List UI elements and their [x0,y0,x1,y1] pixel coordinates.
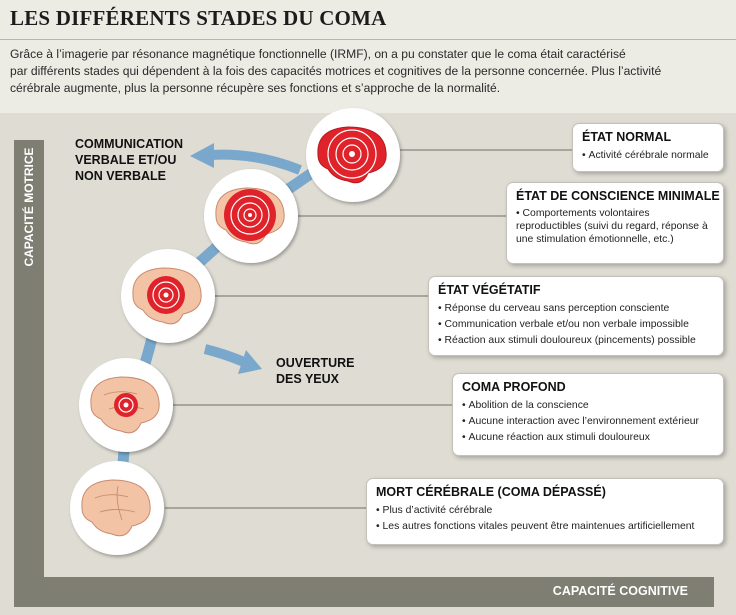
stage-title: ÉTAT NORMAL [582,130,672,144]
arrow-eyes [203,344,246,367]
x-axis-label: CAPACITÉ COGNITIVE [552,584,688,598]
y-axis-label: CAPACITÉ MOTRICE [22,147,36,267]
page-title: LES DIFFÉRENTS STADES DU COMA [10,6,387,30]
intro-paragraph: Grâce à l’imagerie par résonance magnéti… [10,46,726,97]
stage-item: Comportements volontaires reproductibles… [516,207,714,246]
stage-box-coma-profond: COMA PROFOND Abolition de la conscience … [452,373,724,456]
stage-item: Réaction aux stimuli douloureux (pinceme… [438,333,714,349]
title-divider [0,39,736,40]
stage-title: MORT CÉRÉBRALE (COMA DÉPASSÉ) [376,485,606,499]
stage-title: ÉTAT DE CONSCIENCE MINIMALE [516,189,720,203]
x-axis-bar: CAPACITÉ COGNITIVE [14,577,714,607]
brain-etat-vegetatif [121,249,215,343]
connector-lines [165,149,578,509]
stage-item: Aucune réaction aux stimuli douloureux [462,430,714,446]
brain-mort-cerebrale [70,461,164,555]
intro-line: cérébrale augmente, plus la personne réc… [10,81,501,95]
stage-box-conscience-minimale: ÉTAT DE CONSCIENCE MINIMALE Comportement… [506,182,724,264]
y-axis-bar: CAPACITÉ MOTRICE [14,140,44,595]
stage-title: COMA PROFOND [462,380,566,394]
stage-item: Aucune interaction avec l’environnement … [462,414,714,430]
stage-item: Activité cérébrale normale [582,148,714,164]
brain-conscience-minimale [204,169,298,263]
arrow-eyes-head [238,350,262,374]
arrow-communication [209,149,302,175]
callout-line: OUVERTURE [276,356,355,370]
callout-line: NON VERBALE [75,169,166,183]
stage-item: Plus d’activité cérébrale [376,503,714,519]
intro-line: par différents stades qui dépendent à la… [10,64,662,78]
arrow-communication-head [190,143,214,168]
callout-ouverture-yeux: OUVERTURE DES YEUX [276,355,354,387]
stage-item: Abolition de la conscience [462,398,714,414]
brain-etat-normal [306,108,400,202]
stage-item: Communication verbale et/ou non verbale … [438,317,714,333]
callout-line: VERBALE ET/OU [75,153,177,167]
callout-line: COMMUNICATION [75,137,184,151]
stage-title: ÉTAT VÉGÉTATIF [438,283,541,297]
stage-item: Réponse du cerveau sans perception consc… [438,301,714,317]
stage-box-etat-normal: ÉTAT NORMAL Activité cérébrale normale [572,123,724,172]
stage-box-mort-cerebrale: MORT CÉRÉBRALE (COMA DÉPASSÉ) Plus d’act… [366,478,724,545]
stage-box-etat-vegetatif: ÉTAT VÉGÉTATIF Réponse du cerveau sans p… [428,276,724,356]
callout-line: DES YEUX [276,372,339,386]
brain-coma-profond [79,358,173,452]
callout-communication: COMMUNICATION VERBALE ET/OU NON VERBALE [75,136,183,184]
stage-item: Les autres fonctions vitales peuvent êtr… [376,519,714,535]
intro-line: Grâce à l’imagerie par résonance magnéti… [10,47,626,61]
